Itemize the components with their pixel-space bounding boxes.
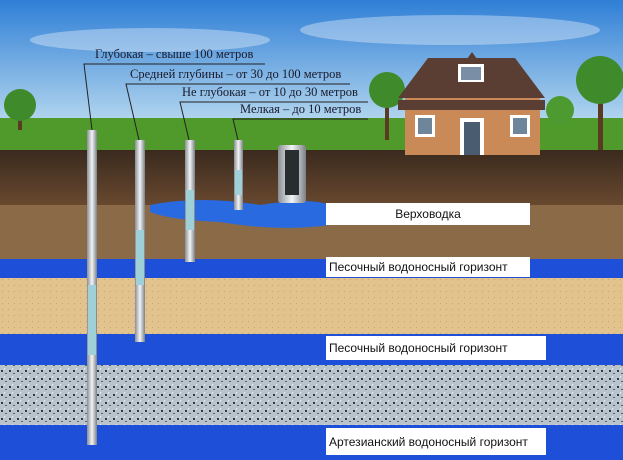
topsoil-layer [0, 150, 623, 208]
depth-label-small: Мелкая – до 10 метров [240, 102, 362, 116]
depth-label-shallow: Не глубокая – от 10 до 30 метров [182, 85, 358, 99]
perched-water [150, 200, 340, 228]
house-icon [398, 52, 545, 155]
granite-layer [0, 365, 623, 427]
layer-label-perched: Верховодка [326, 203, 530, 225]
layer-label-sand-aquifer-1: Песочный водоносный горизонт [326, 257, 530, 277]
leader-lines [83, 63, 368, 141]
tree-icon [369, 72, 405, 140]
caisson-icon [278, 145, 306, 203]
depth-label-medium: Средней глубины – от 30 до 100 метров [130, 67, 342, 81]
well-shallow [185, 140, 195, 262]
tree-icon [4, 89, 36, 130]
layer-label-artesian: Артезианский водоносный горизонт [326, 428, 546, 455]
well-small [234, 140, 243, 210]
sand-layer [0, 278, 623, 336]
well-deep [87, 130, 97, 445]
tree-icon [576, 56, 623, 150]
well-medium [135, 140, 145, 342]
depth-label-deep: Глубокая – свыше 100 метров [95, 47, 254, 61]
tree-icon [546, 96, 574, 124]
layer-label-sand-aquifer-2: Песочный водоносный горизонт [326, 336, 546, 360]
